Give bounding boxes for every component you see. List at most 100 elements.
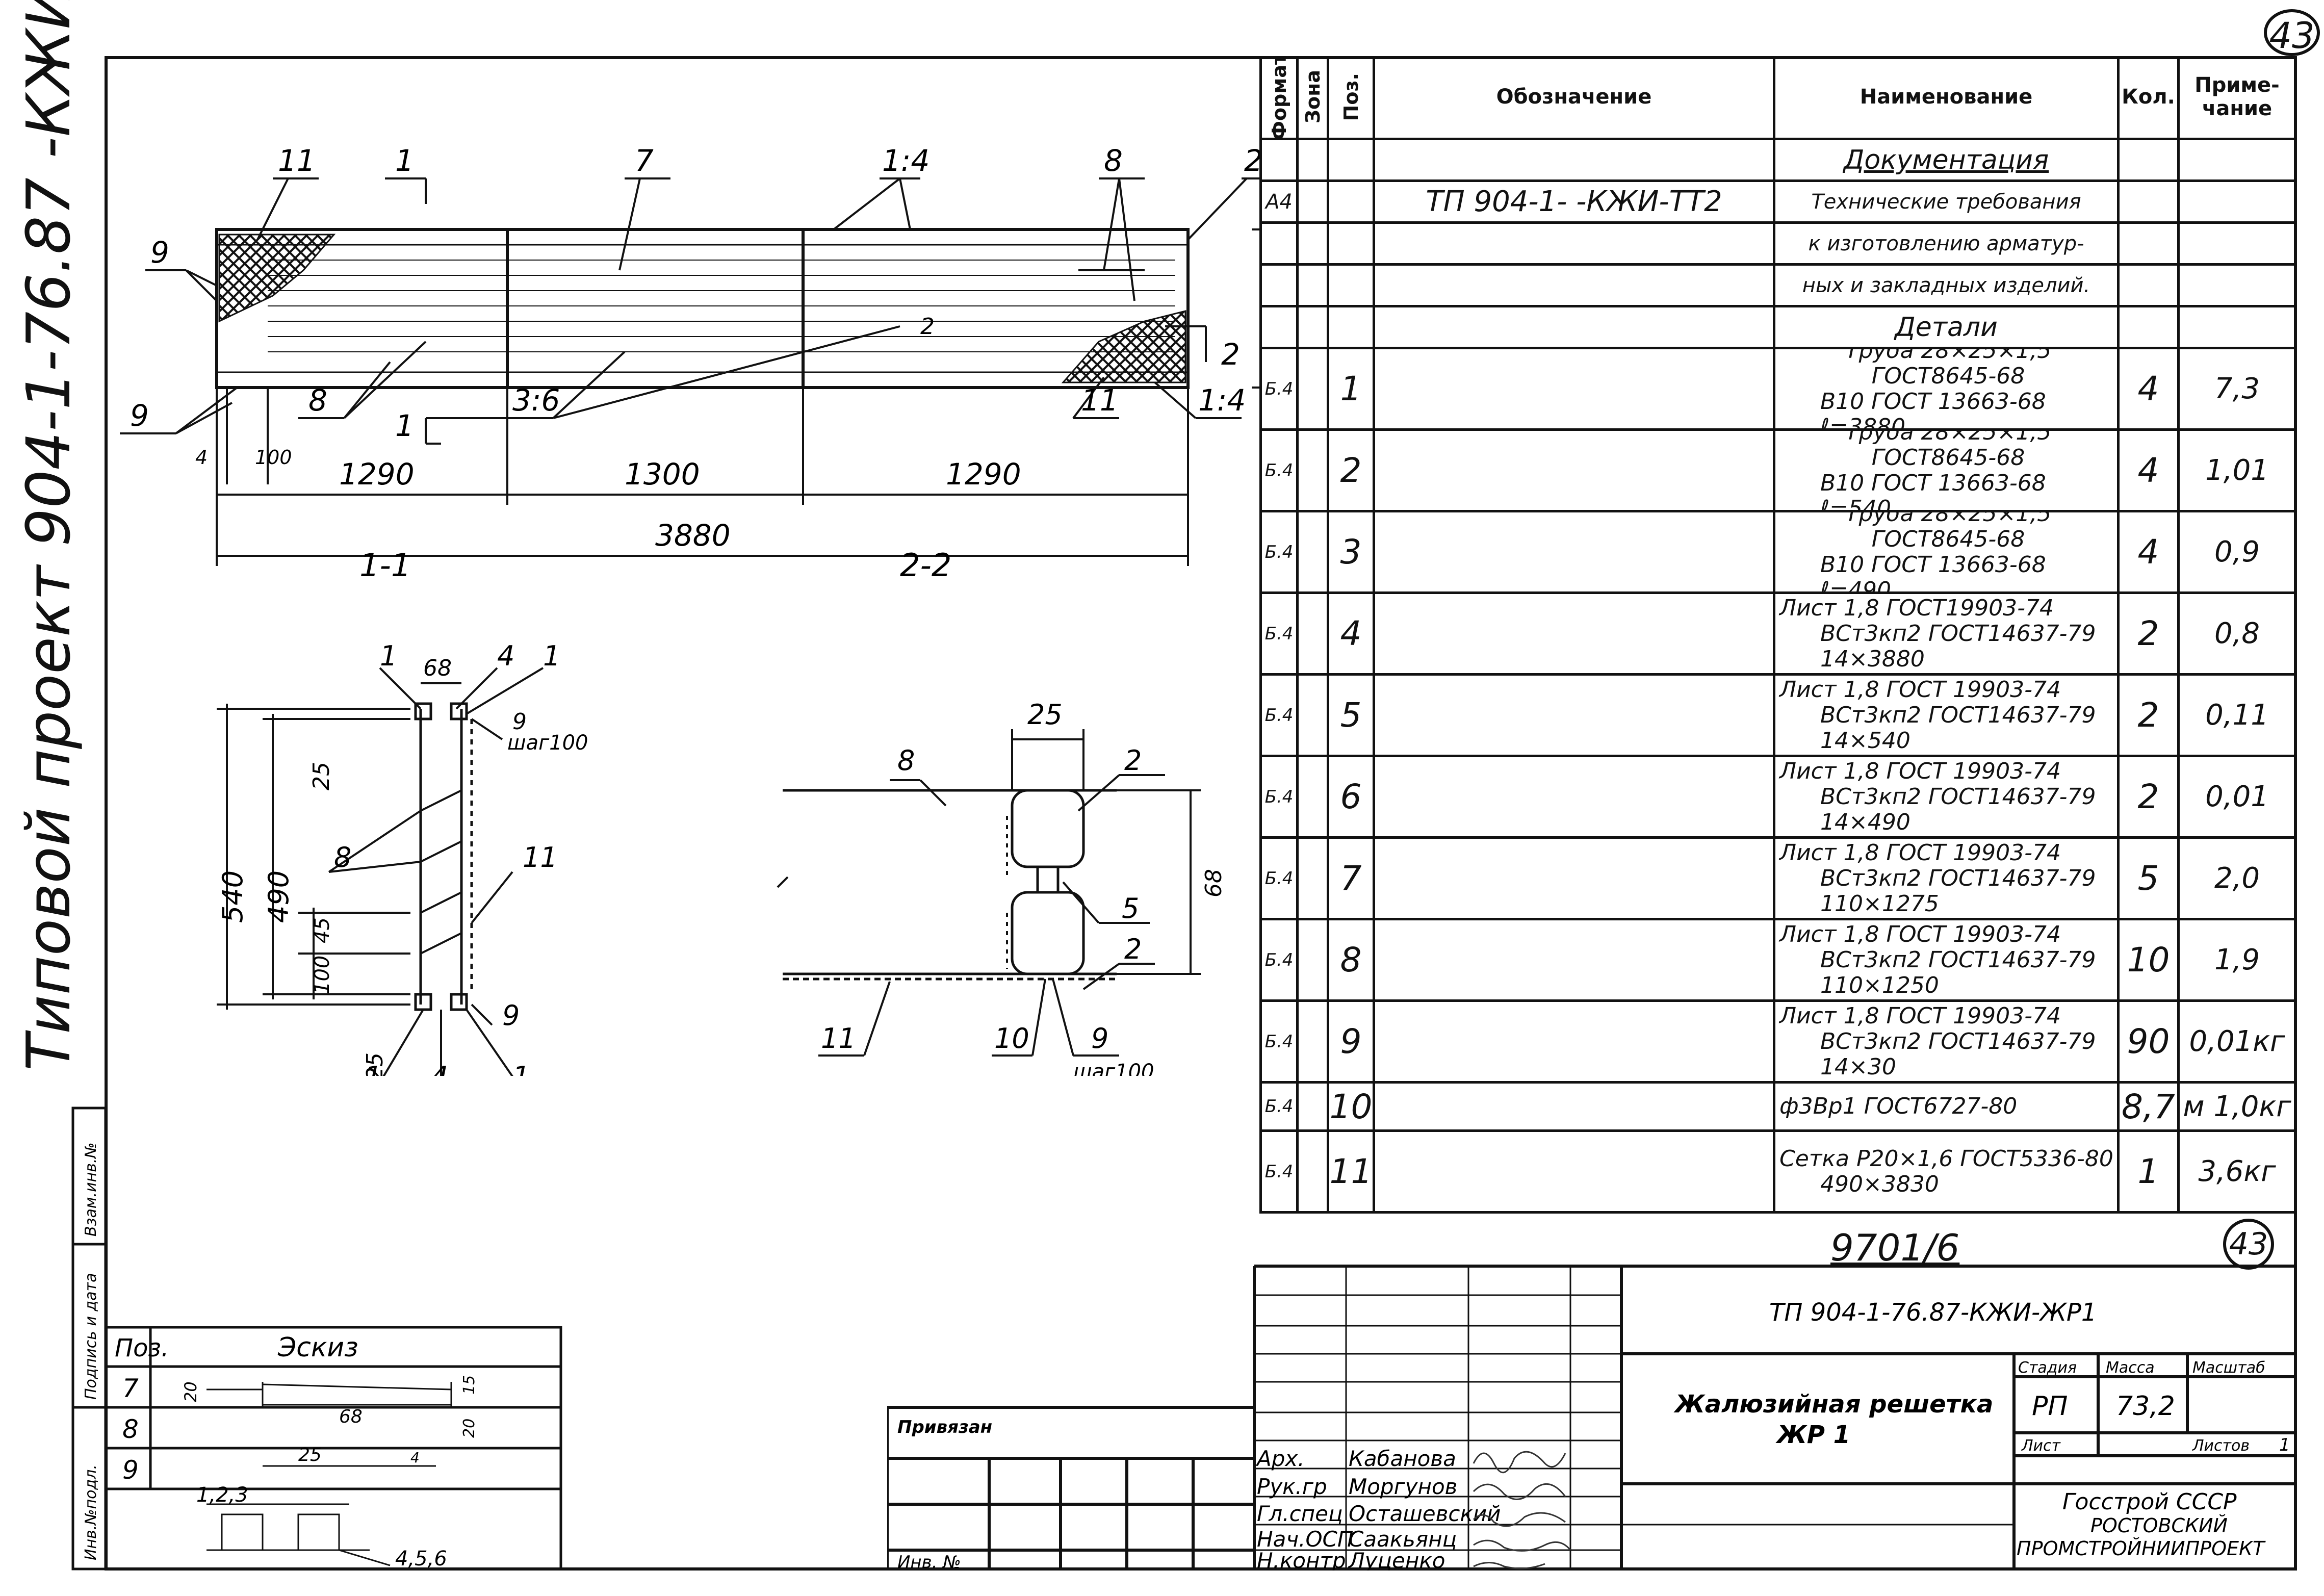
s11-l1c: 1	[365, 1061, 382, 1076]
hdr-name: Наименование	[1773, 56, 2117, 138]
cell-name-line: ℓ=490	[1820, 577, 1892, 591]
drawing-area: 11 1 7 1:4 8 2:5 9 9 8 1 3:6 11 1:4 1290…	[120, 143, 1259, 1076]
cell-name-line: 110×1250	[1820, 972, 1939, 998]
spec-row-parts-title: Детали	[1259, 307, 2297, 349]
sketch-hdr-pos: Поз.	[115, 1334, 169, 1362]
dim-1300: 1300	[625, 457, 700, 492]
cell-note: 0,11	[2177, 676, 2297, 755]
s11-25a: 25	[308, 762, 334, 790]
tb-stage: РП	[2032, 1391, 2068, 1422]
s11-45: 45	[311, 917, 334, 943]
cell-name-line: 490×3830	[1820, 1171, 1939, 1197]
sketch-9-25: 25	[298, 1445, 322, 1465]
cell-name-line: 14×540	[1820, 727, 1910, 754]
label-1-4: 1:4	[882, 143, 929, 178]
cell-designation	[1373, 1002, 1773, 1081]
cell-name-line: ℓ=540	[1820, 495, 1892, 510]
cell-zone	[1296, 1084, 1327, 1129]
tb-person-0: Кабанова	[1349, 1446, 1456, 1471]
label-3-6: 3:6	[512, 383, 560, 418]
tb-sheets-h: Листов	[2192, 1437, 2250, 1455]
tb-sheets: 1	[2279, 1435, 2290, 1455]
cell-name-line: ℓ=3880	[1820, 414, 1906, 428]
section-1-1	[217, 667, 544, 1076]
cell-designation	[1373, 1132, 1773, 1211]
cell-qty: 2	[2117, 676, 2177, 755]
spec-row-doc2: к изготовлению арматур-	[1259, 224, 2297, 266]
cell-pos: 4	[1327, 594, 1373, 673]
handwritten-code: 9701/6	[1830, 1226, 1960, 1269]
cell-pos: 8	[1327, 920, 1373, 999]
label-11b: 11	[1081, 383, 1119, 418]
signatures	[1473, 1451, 1571, 1569]
cell-name-line: ф3Вр1 ГОСТ6727-80	[1779, 1093, 2018, 1119]
tb-privyazan: Привязан	[897, 1417, 992, 1437]
marker-2: 2	[1221, 337, 1240, 372]
cell-name-line: Сетка Р20×1,6 ГОСТ5336-80	[1779, 1145, 2113, 1172]
s11-540: 540	[217, 870, 249, 923]
cell-designation	[1373, 1084, 1773, 1129]
tb-person-3: Саакьянц	[1349, 1527, 1457, 1552]
cell-qty: 2	[2117, 757, 2177, 836]
cell-zone	[1296, 594, 1327, 673]
tb-person-2: Осташевский	[1349, 1501, 1501, 1526]
label-1: 1	[395, 143, 414, 178]
cell-note: 0,01	[2177, 757, 2297, 836]
dim-100: 100	[255, 446, 292, 469]
cell-name-line: Лист 1,8 ГОСТ 19903-74	[1779, 839, 2061, 866]
cell-format: Б.4	[1259, 920, 1296, 999]
sheet-number: 43	[2264, 9, 2320, 57]
cell-designation	[1373, 349, 1773, 428]
album-title: Типовой проект 904-1-76.87 -КЖИ Альбом 6	[13, 0, 84, 1071]
cell-name-line: 14×3880	[1820, 646, 1925, 672]
tb-scale-h: Масштаб	[2192, 1359, 2265, 1377]
s11-w68: 68	[423, 655, 452, 681]
section-2-2-label: 2-2	[900, 547, 951, 584]
s22-l9: 9	[1091, 1022, 1108, 1054]
cell-name-line: Лист 1,8 ГОСТ 19903-74	[1779, 676, 2061, 703]
cell-designation	[1373, 676, 1773, 755]
hdr-zone: Зона	[1296, 56, 1327, 138]
label-9a: 9	[150, 235, 169, 270]
cell-zone	[1296, 1002, 1327, 1081]
dim-1290a: 1290	[339, 457, 415, 492]
tb-role-4: Н.контр	[1257, 1548, 1346, 1571]
cell-designation	[1373, 594, 1773, 673]
cell-name-line: 110×1275	[1820, 890, 1939, 917]
cell-pos: 3	[1327, 512, 1373, 591]
cell-qty: 4	[2117, 349, 2177, 428]
s11-l8: 8	[334, 841, 351, 873]
s11-l4b: 4	[431, 1061, 448, 1076]
s22-l5: 5	[1122, 892, 1139, 924]
cell-name-line: ВСт3кп2 ГОСТ14637-79	[1820, 946, 2096, 973]
cell-pos: 7	[1327, 839, 1373, 918]
cell-note: м 1,0кг	[2177, 1084, 2297, 1129]
tb-mass-h: Масса	[2106, 1359, 2155, 1377]
cell-name-line: Труба 28×25×1,5 ГОСТ8645-68	[1845, 512, 2052, 552]
tb-stage-h: Стадия	[2018, 1359, 2077, 1377]
cell-format: Б.4	[1259, 839, 1296, 918]
cell-name-line: 14×490	[1820, 809, 1910, 835]
sketch-7-68: 68	[339, 1406, 363, 1427]
cell-pos: 1	[1327, 349, 1373, 428]
cell-pos: 5	[1327, 676, 1373, 755]
label-2-5: 2:5	[1244, 143, 1259, 178]
cell-name-line: Лист 1,8 ГОСТ 19903-74	[1779, 758, 2061, 784]
cell-name-line: Труба 28×25×1,5 ГОСТ8645-68	[1845, 431, 2052, 471]
hdr-format: Формат	[1259, 56, 1296, 138]
s22-l11: 11	[821, 1022, 856, 1054]
tb-role-2: Гл.спец	[1257, 1501, 1343, 1526]
cell-name-line: В10 ГОСТ 13663-68	[1820, 551, 2046, 578]
cell-zone	[1296, 920, 1327, 999]
cell-qty: 10	[2117, 920, 2177, 999]
cell-designation	[1373, 920, 1773, 999]
sketch-pos-7: 7	[122, 1374, 139, 1403]
hdr-qty: Кол.	[2117, 56, 2177, 138]
